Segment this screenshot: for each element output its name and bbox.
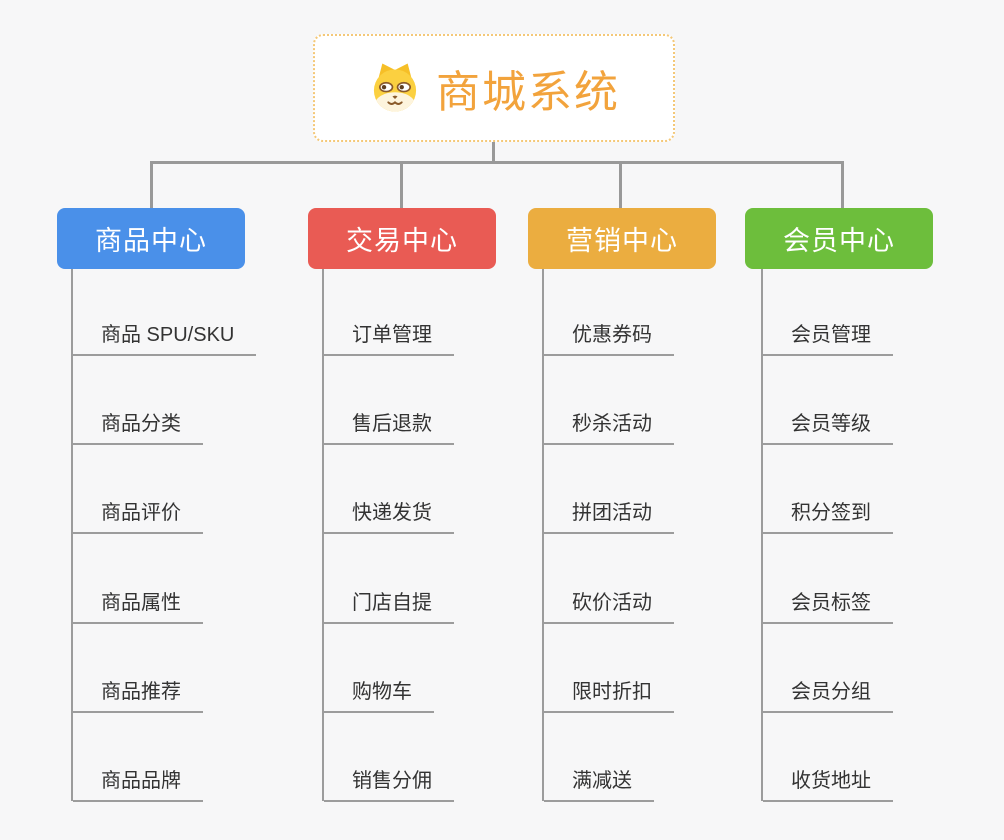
node-item[interactable]: 满减送 <box>544 768 654 802</box>
node-item[interactable]: 积分签到 <box>763 500 893 534</box>
branch-node-member-center[interactable]: 会员中心 <box>745 208 933 269</box>
branch-children-member-center: 会员管理 会员等级 积分签到 会员标签 会员分组 收货地址 <box>761 269 893 802</box>
branch-node-trade-center[interactable]: 交易中心 <box>308 208 496 269</box>
root-node[interactable]: 商城系统 <box>313 34 675 142</box>
node-item[interactable]: 商品属性 <box>73 590 203 624</box>
node-item[interactable]: 商品品牌 <box>73 768 203 802</box>
node-item[interactable]: 商品 SPU/SKU <box>73 322 257 356</box>
node-item[interactable]: 购物车 <box>324 679 434 713</box>
connector-root-stub <box>492 142 495 162</box>
branch-children-trade-center: 订单管理 售后退款 快递发货 门店自提 购物车 销售分佣 <box>322 269 454 802</box>
branch-children-product-center: 商品 SPU/SKU 商品分类 商品评价 商品属性 商品推荐 商品品牌 <box>71 269 257 802</box>
node-item[interactable]: 售后退款 <box>324 411 454 445</box>
node-item[interactable]: 会员管理 <box>763 322 893 356</box>
node-item[interactable]: 销售分佣 <box>324 768 454 802</box>
node-item[interactable]: 收货地址 <box>763 768 893 802</box>
node-item[interactable]: 商品分类 <box>73 411 203 445</box>
connector-bus <box>150 161 844 164</box>
branch-node-product-center[interactable]: 商品中心 <box>57 208 245 269</box>
node-item[interactable]: 快递发货 <box>324 500 454 534</box>
dog-face-icon <box>373 63 417 112</box>
node-item[interactable]: 会员标签 <box>763 590 893 624</box>
branch-children-marketing-center: 优惠券码 秒杀活动 拼团活动 砍价活动 限时折扣 满减送 <box>542 269 674 802</box>
node-item[interactable]: 优惠券码 <box>544 322 674 356</box>
node-item[interactable]: 订单管理 <box>324 322 454 356</box>
node-item[interactable]: 限时折扣 <box>544 679 674 713</box>
connector-drop-4 <box>841 161 844 208</box>
node-item[interactable]: 商品评价 <box>73 500 203 534</box>
node-item[interactable]: 门店自提 <box>324 590 454 624</box>
node-item[interactable]: 会员等级 <box>763 411 893 445</box>
connector-drop-2 <box>400 161 403 208</box>
node-item[interactable]: 商品推荐 <box>73 679 203 713</box>
node-item[interactable]: 砍价活动 <box>544 590 674 624</box>
connector-drop-1 <box>150 161 153 208</box>
connector-drop-3 <box>619 161 622 208</box>
branch-node-marketing-center[interactable]: 营销中心 <box>528 208 716 269</box>
node-item[interactable]: 拼团活动 <box>544 500 674 534</box>
root-title: 商城系统 <box>436 68 620 117</box>
node-item[interactable]: 会员分组 <box>763 679 893 713</box>
node-item[interactable]: 秒杀活动 <box>544 411 674 445</box>
